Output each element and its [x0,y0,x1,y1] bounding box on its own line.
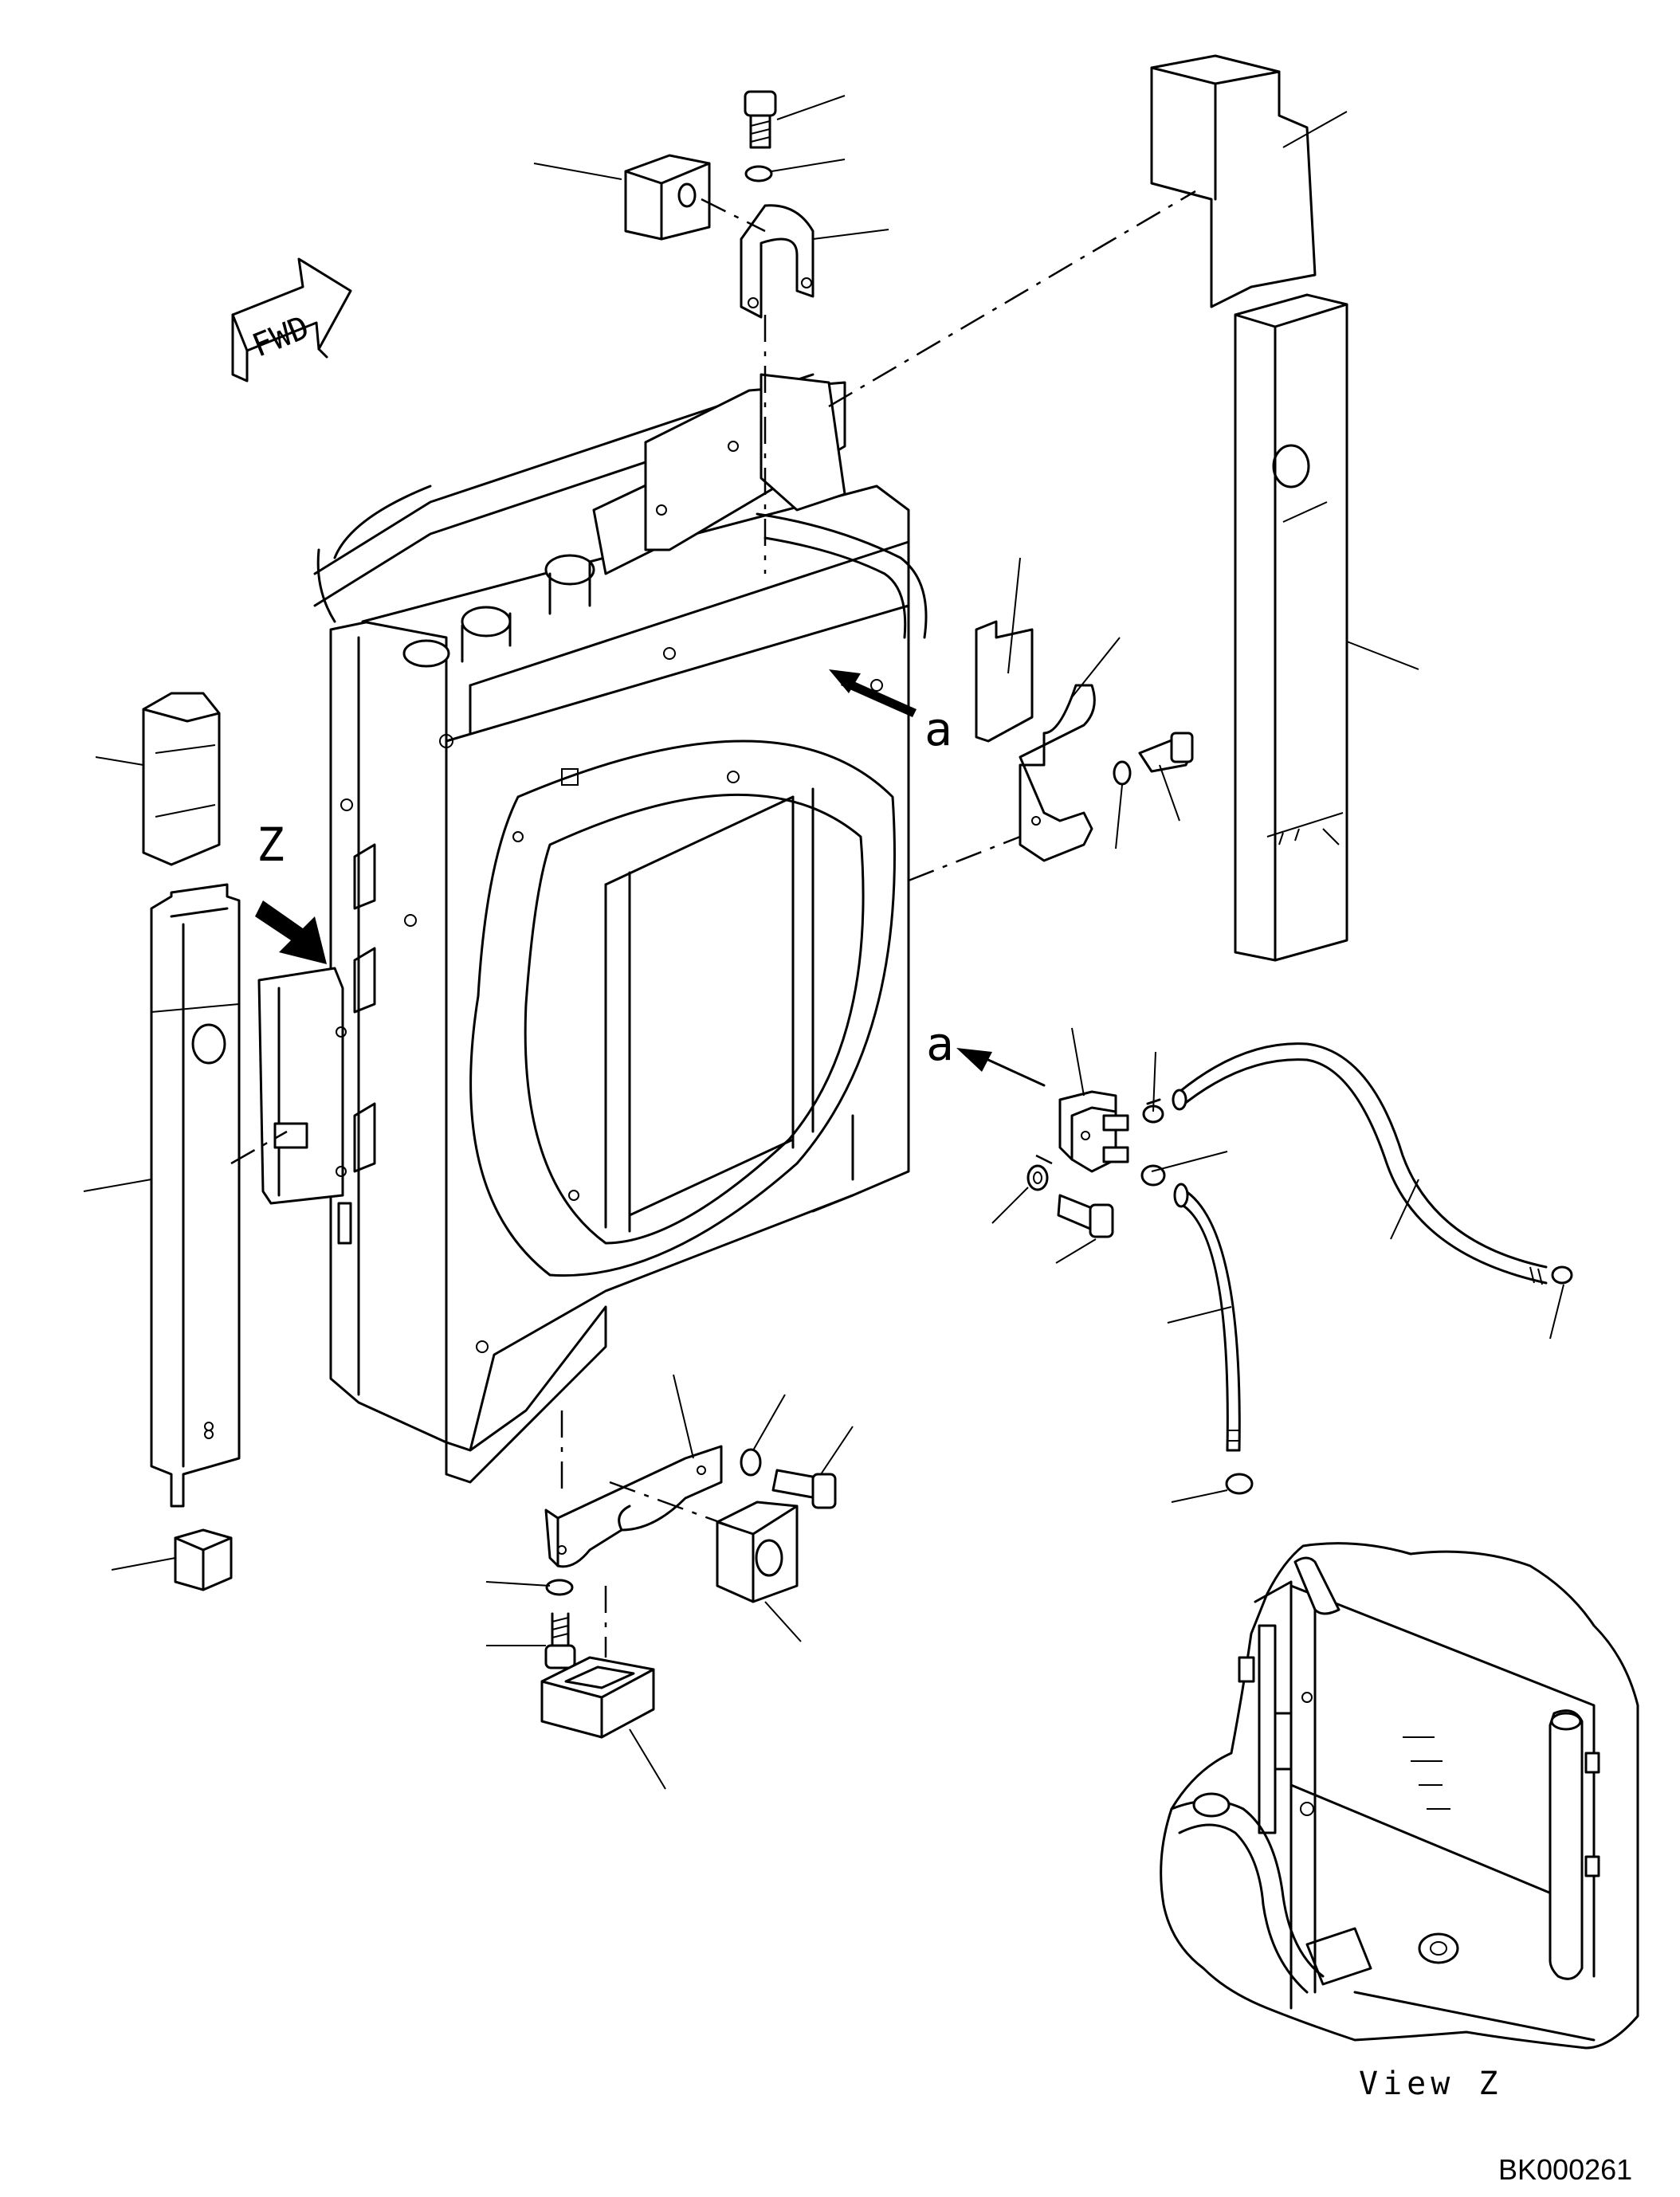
small-hose-clamp-c [1551,1265,1573,1285]
bottom-bolt-left [544,1612,576,1669]
top-cushion-block [624,154,711,241]
a-arrow-mid [956,1048,992,1072]
right-bolt [1138,732,1194,773]
right-l-bracket [1019,684,1096,862]
top-washer [744,165,773,182]
radiator-frame [313,373,928,1484]
right-washer [1113,760,1132,786]
bottom-washer-left [545,1579,574,1596]
a-marker-top: a [924,702,952,756]
left-seal-top [142,692,221,866]
clip-bolt [1057,1194,1114,1238]
left-small-block [174,1528,233,1591]
top-u-bracket [740,204,814,319]
hose-clip-bracket [1058,1090,1129,1173]
fwd-direction-arrow: FWD [231,257,352,383]
a-marker-mid: a [926,1017,954,1071]
top-bolt [744,90,777,149]
view-z-inset: View Z [1160,1542,1639,2102]
bottom-washer-right [740,1448,762,1477]
right-seal-strip [1234,293,1348,962]
bottom-rubber-mount [540,1656,655,1739]
right-seal-top [1150,54,1317,308]
bottom-bolt-right [771,1469,837,1509]
clip-washer [1026,1164,1049,1191]
left-seal-strip [150,883,241,1508]
side-plate [257,967,352,1245]
small-hose-clamp-b [1140,1164,1166,1187]
document-id: BK000261 [1498,2153,1632,2186]
bottom-cushion-block [716,1501,799,1603]
bottom-bracket [544,1445,723,1568]
right-plate-upper [975,620,1034,743]
view-z-caption: View Z [1359,2066,1503,2102]
small-hose-clamp-d [1225,1473,1254,1495]
drain-hose-short [1173,1183,1241,1452]
z-view-arrow [255,900,327,964]
z-view-marker: Z [257,818,285,872]
leader-lines [83,95,1564,1790]
a-arrow-top [829,669,861,693]
drain-hose-long [1172,1042,1548,1285]
